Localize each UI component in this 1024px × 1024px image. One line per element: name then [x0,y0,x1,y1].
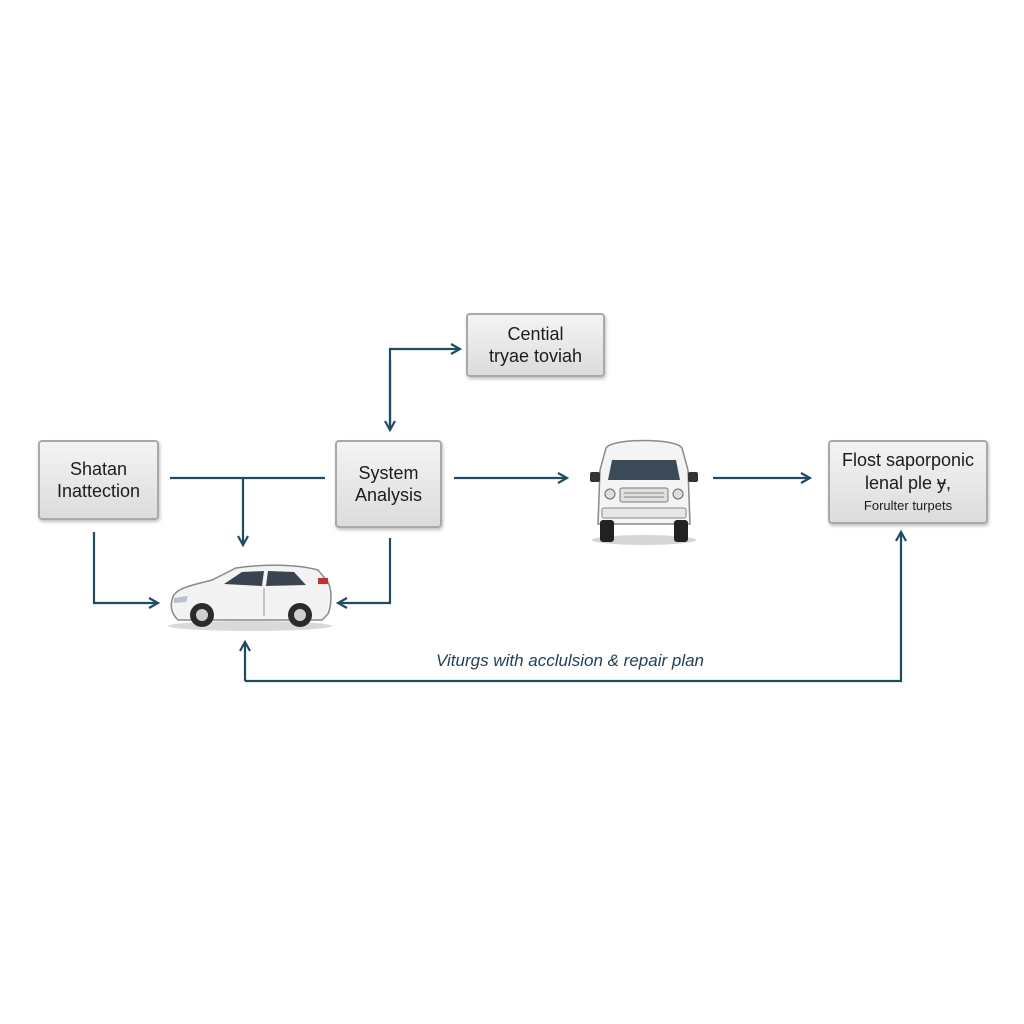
node-label-line2: Inattection [56,481,141,501]
node-label-line1: Shatan [69,458,128,479]
node-label-line1: Flost saporponic [841,450,975,471]
van-icon [590,439,698,545]
node-final: Flost saporponic lenal ple ɏ, Forulter t… [828,440,988,524]
arrow-system-to-car [338,538,392,603]
arrow-shatan-to-car [92,532,158,603]
node-label-line2: Analysis [354,485,423,505]
node-label-line2: tryae toviah [488,346,583,366]
node-shatan-inattection: Shatan Inattection [38,440,159,520]
node-label-line3: Forulter turpets [863,498,953,514]
node-central: Cential tryae toviah [466,313,605,377]
node-label-line1: System [358,462,419,483]
sedan-car-icon [168,564,332,631]
arrow-loop-to-final [245,532,901,683]
loop-caption: Viturgs with acclulsion & repair plan [435,651,705,670]
node-label-line1: Cential [507,323,564,344]
node-label-line2: lenal ple ɏ, [864,472,952,493]
node-system-analysis: System Analysis [335,440,442,528]
arrow-to-central [388,349,460,430]
